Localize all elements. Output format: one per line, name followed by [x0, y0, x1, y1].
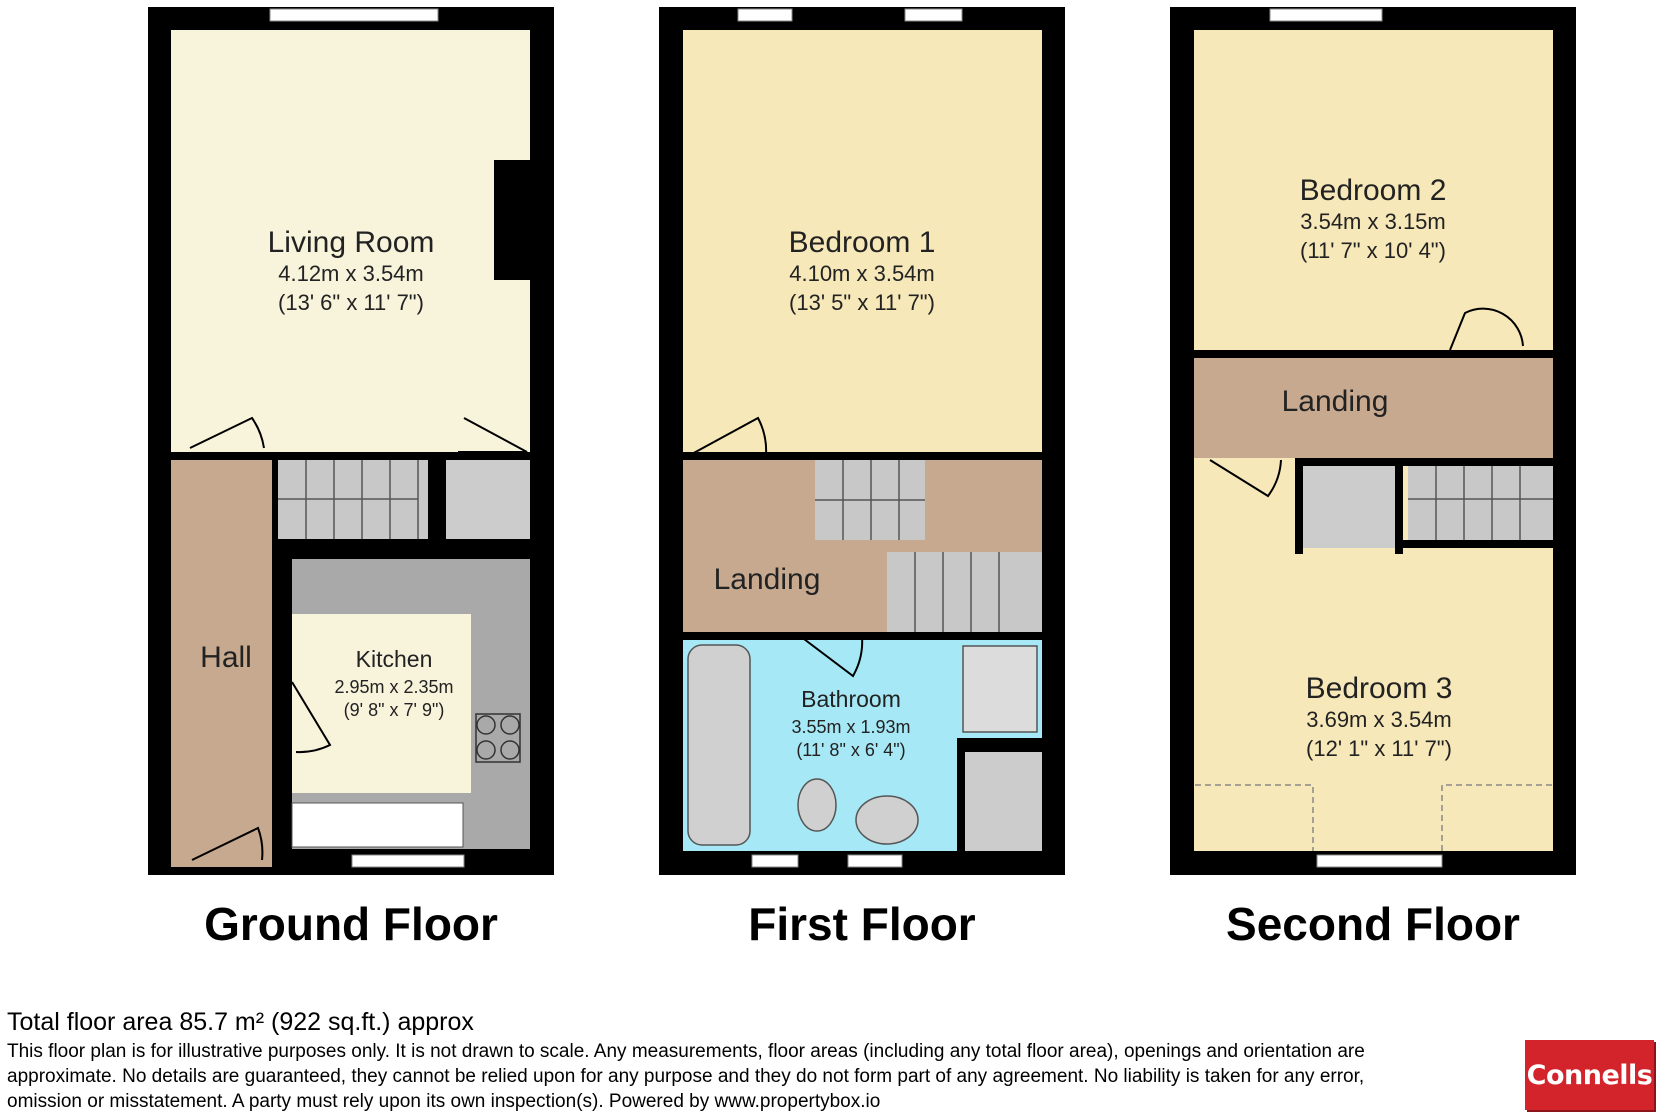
room-name: Bedroom 2 [1300, 174, 1447, 207]
ground-window [269, 8, 439, 22]
sloped-ceiling-line [1195, 784, 1553, 851]
first-internal-wall [957, 738, 1042, 746]
second-internal-wall [1395, 540, 1553, 548]
hob-ring [500, 740, 520, 760]
bedroom-2-floor [1194, 30, 1553, 350]
room-name: Landing [714, 563, 821, 596]
second-window [1316, 854, 1443, 868]
room-imperial: (9' 8" x 7' 9") [344, 700, 445, 720]
first-internal-wall [683, 452, 1042, 460]
second-internal-wall [1295, 458, 1553, 466]
room-metric: 3.69m x 3.54m [1306, 707, 1452, 732]
first-stairs-treads [815, 460, 1000, 632]
shower-tray [962, 645, 1038, 733]
kitchen-sink [291, 802, 464, 848]
hob-ring [500, 715, 520, 735]
room-name: Bathroom [801, 686, 901, 712]
ground-stairs-treads [278, 459, 419, 539]
room-metric: 4.10m x 3.54m [789, 261, 935, 286]
room-metric: 4.12m x 3.54m [278, 261, 424, 286]
room-imperial: (12' 1" x 11' 7") [1306, 736, 1452, 761]
first-window [847, 854, 903, 868]
second-internal-wall [1295, 458, 1303, 554]
second-internal-wall [1395, 458, 1403, 554]
front-door [191, 826, 264, 861]
first-internal-wall [957, 746, 965, 851]
first-window [737, 8, 793, 22]
second-landing-floor [1194, 358, 1553, 458]
second-cupboard [1303, 466, 1395, 548]
basin [855, 795, 919, 845]
bedroom-2-door [1449, 307, 1524, 351]
ground-floor-plan: Living Room 4.12m x 3.54m (13' 6" x 11' … [148, 7, 554, 875]
room-name: Bedroom 3 [1306, 672, 1453, 705]
room-name: Living Room [268, 226, 435, 259]
total-floor-area: Total floor area 85.7 m² (922 sq.ft.) ap… [7, 1008, 474, 1036]
room-metric: 2.95m x 2.35m [334, 677, 453, 697]
living-room-door [189, 416, 265, 449]
room-imperial: (11' 8" x 6' 4") [796, 740, 905, 760]
floor-title: First Floor [748, 898, 976, 950]
second-window [1269, 8, 1383, 22]
hob-ring [476, 740, 496, 760]
room-name: Hall [200, 641, 252, 674]
disclaimer: This floor plan is for illustrative purp… [7, 1041, 1365, 1112]
second-floor-plan: Bedroom 2 3.54m x 3.15m (11' 7" x 10' 4"… [1170, 7, 1576, 875]
footer: Total floor area 85.7 m² (922 sq.ft.) ap… [7, 1007, 1407, 1114]
hall-floor [171, 459, 272, 867]
room-name: Bedroom 1 [789, 226, 936, 259]
room-metric: 3.54m x 3.15m [1300, 209, 1446, 234]
cupboard-door [458, 417, 528, 453]
ground-internal-wall [171, 452, 530, 460]
kitchen-floor [292, 614, 471, 793]
bathroom-door [799, 635, 864, 678]
second-internal-wall [1194, 350, 1553, 358]
second-stairs-treads [1408, 458, 1553, 540]
chimney-breast [494, 160, 530, 280]
hob-ring [476, 715, 496, 735]
airing-cupboard [965, 752, 1042, 851]
bedroom-1-floor [683, 30, 1042, 452]
kitchen-door [291, 681, 332, 754]
floor-title: Ground Floor [204, 898, 498, 950]
first-window [751, 854, 799, 868]
first-stairs-lower [887, 552, 1042, 632]
room-imperial: (13' 6" x 11' 7") [278, 290, 424, 315]
room-imperial: (11' 7" x 10' 4") [1300, 238, 1446, 263]
first-floor-plan: Bedroom 1 4.10m x 3.54m (13' 5" x 11' 7"… [659, 7, 1065, 875]
ground-internal-wall [272, 545, 530, 553]
room-name: Kitchen [356, 646, 433, 672]
ground-internal-wall [272, 545, 280, 867]
bedroom-1-door [689, 416, 768, 456]
room-name: Landing [1282, 385, 1389, 418]
logo-text: Connells [1526, 1059, 1653, 1091]
bath [687, 644, 751, 846]
connells-logo: Connells [1525, 1040, 1654, 1110]
hob [475, 713, 521, 763]
ground-window [351, 854, 465, 868]
understairs-cupboard [446, 459, 530, 539]
ground-internal-wall [436, 459, 444, 545]
bedroom-3-door [1209, 459, 1282, 498]
living-room-floor [171, 30, 530, 452]
toilet [797, 778, 837, 832]
floor-title: Second Floor [1226, 898, 1520, 950]
room-imperial: (13' 5" x 11' 7") [789, 290, 935, 315]
first-window [904, 8, 963, 22]
room-metric: 3.55m x 1.93m [791, 717, 910, 737]
